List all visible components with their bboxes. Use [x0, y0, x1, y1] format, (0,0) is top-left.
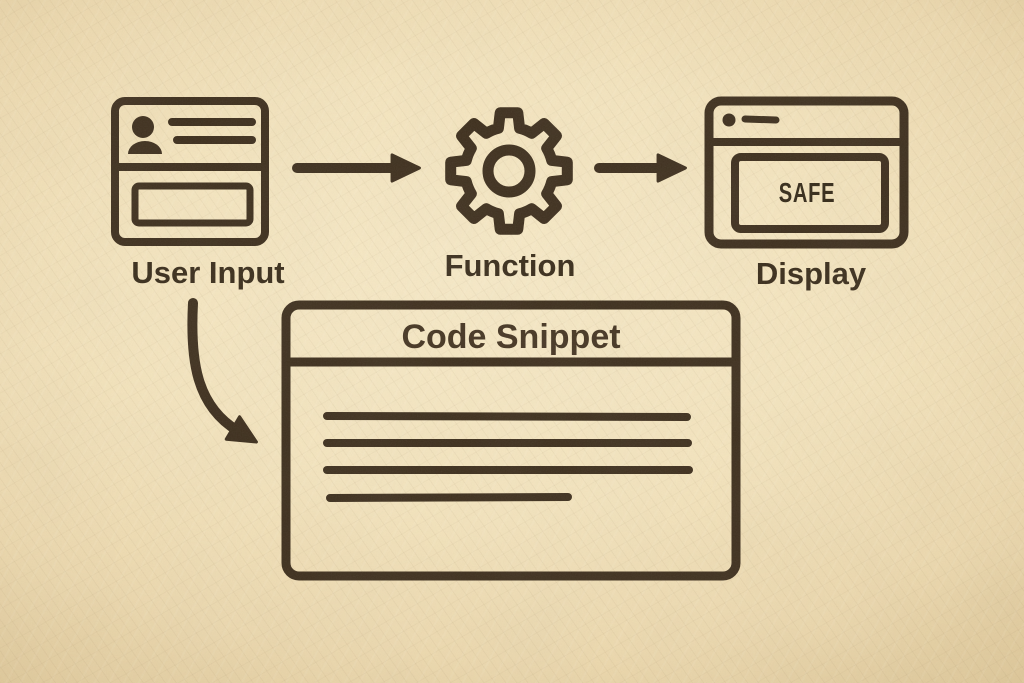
function-label: Function	[445, 248, 576, 283]
code-snippet-title: Code Snippet	[401, 318, 620, 356]
code-snippet-panel: Code Snippet	[281, 300, 741, 581]
function-node: Function	[445, 107, 576, 283]
input-field-box	[131, 182, 254, 227]
gear-hole	[482, 144, 536, 198]
titlebar-dot-icon	[722, 113, 736, 127]
gear-body	[445, 107, 573, 235]
code-line	[323, 412, 691, 421]
avatar-icon	[132, 116, 154, 138]
gear-icon	[445, 107, 573, 235]
user-input-node: User Input	[111, 97, 285, 290]
code-placeholder-lines	[323, 412, 693, 502]
code-line	[326, 493, 572, 502]
titlebar-dash	[741, 115, 780, 124]
avatar-shoulders	[128, 141, 162, 154]
safe-text: SAFE	[779, 178, 836, 209]
user-input-label: User Input	[131, 255, 284, 290]
display-node: SAFE Display	[704, 96, 909, 291]
browser-window-icon: SAFE	[704, 96, 909, 249]
display-label: Display	[756, 256, 867, 291]
id-card-icon	[111, 97, 269, 246]
curved-arrow-to-code-snippet	[187, 298, 258, 444]
